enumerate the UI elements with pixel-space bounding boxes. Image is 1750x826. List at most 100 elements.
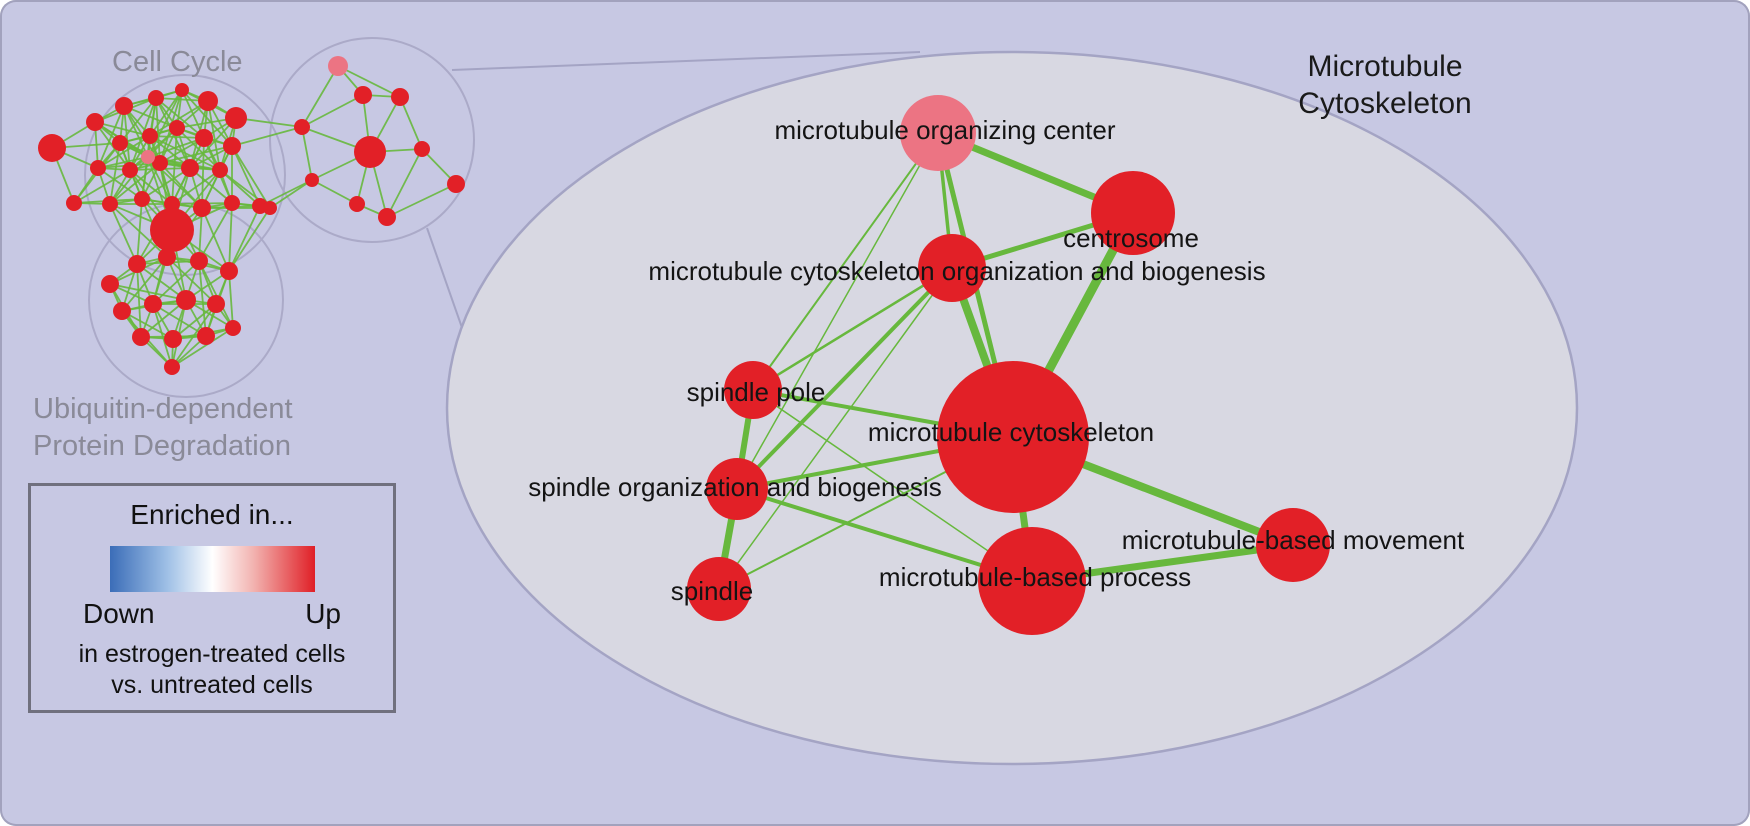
overview-edge: [235, 117, 303, 128]
overview-edge: [198, 202, 233, 262]
node-moc[interactable]: [900, 95, 976, 171]
overview-edge: [301, 126, 313, 181]
overview-edge: [97, 167, 143, 200]
overview-node: [158, 248, 176, 266]
overview-edge: [228, 270, 234, 329]
node-label-orgbio: microtubule cytoskeleton organization an…: [648, 256, 1265, 286]
node-label-mbp: microtubule-based process: [879, 562, 1191, 592]
overview-edge: [166, 256, 217, 305]
node-label-mtcyto: microtubule cytoskeleton: [868, 417, 1154, 447]
overview-node: [225, 107, 247, 129]
overview-edge: [201, 207, 230, 272]
overview-edge: [198, 260, 207, 337]
node-mbp[interactable]: [978, 527, 1086, 635]
edge-orgbio-spindlepole: [751, 266, 954, 392]
overview-edge: [109, 142, 121, 205]
overview-node: [86, 113, 104, 131]
legend-caption: in estrogen-treated cells vs. untreated …: [31, 639, 393, 701]
node-label-mbm: microtubule-based movement: [1122, 525, 1465, 555]
overview-node: [164, 359, 180, 375]
cluster-circle-microtubule-cytoskeleton: [269, 37, 475, 243]
overview-node: [294, 119, 310, 135]
overview-node: [66, 195, 82, 211]
overview-node: [378, 208, 396, 226]
overview-edge: [159, 145, 233, 164]
legend-title: Enriched in...: [130, 499, 294, 530]
node-spindleorg[interactable]: [706, 458, 768, 520]
overview-edge: [172, 303, 217, 340]
overview-edge: [121, 310, 174, 340]
overview-node: [193, 199, 211, 217]
overview-edge: [386, 148, 423, 218]
legend-endpoints: Down Up: [83, 598, 341, 630]
overview-node: [90, 160, 106, 176]
legend-gradient-bar: [109, 546, 315, 592]
overview-edge: [201, 137, 205, 209]
overview-node: [212, 162, 228, 178]
node-mbm[interactable]: [1256, 508, 1330, 582]
overview-edge: [141, 167, 191, 200]
overview-edge: [189, 167, 233, 204]
overview-edge: [109, 156, 149, 205]
overview-node: [132, 328, 150, 346]
overview-edge: [171, 169, 221, 205]
overview-node: [134, 191, 150, 207]
overview-node: [122, 162, 138, 178]
overview-edge: [97, 105, 125, 169]
overview-edge: [136, 263, 142, 338]
overview-node: [141, 150, 155, 164]
overview-node: [349, 196, 365, 212]
overview-node: [207, 295, 225, 313]
overview-node: [328, 56, 348, 76]
overview-edge: [97, 156, 149, 169]
node-label-spindle: spindle: [671, 576, 753, 606]
node-spindle[interactable]: [687, 557, 751, 621]
overview-edge: [231, 126, 303, 147]
ubiquitin-label-line2: Protein Degradation: [33, 430, 291, 462]
overview-node: [164, 330, 182, 348]
overview-edge: [152, 303, 173, 368]
overview-node: [181, 159, 199, 177]
overview-node: [225, 320, 241, 336]
overview-node: [263, 201, 277, 215]
overview-node: [142, 128, 158, 144]
overview-edge: [109, 203, 138, 265]
overview-edge: [171, 327, 234, 368]
overview-edge: [301, 94, 364, 128]
legend: Enriched in... Down Up in estrogen-treat…: [28, 483, 396, 713]
overview-edge: [123, 105, 149, 158]
overview-edge: [147, 156, 173, 205]
ubiquitin-label-line1: Ubiquitin-dependent: [33, 393, 293, 425]
legend-up-label: Up: [305, 598, 341, 629]
overview-edge: [228, 202, 233, 272]
overview-edge: [136, 198, 143, 265]
overview-node: [148, 90, 164, 106]
overview-edge: [149, 100, 209, 137]
microtubule-label-line2: Cytoskeleton: [1298, 87, 1472, 120]
overview-node: [152, 155, 168, 171]
overview-edge: [399, 96, 423, 150]
overview-node: [150, 208, 194, 252]
overview-edge: [337, 65, 401, 98]
overview-node: [144, 295, 162, 313]
overview-edge: [109, 203, 168, 258]
node-orgbio[interactable]: [918, 234, 986, 302]
node-label-spindlepole: spindle pole: [687, 377, 826, 407]
overview-node: [198, 91, 218, 111]
overview-node: [224, 195, 240, 211]
overview-node: [164, 196, 180, 212]
overview-edge: [311, 179, 358, 205]
node-mtcyto[interactable]: [937, 361, 1089, 513]
overview-node: [447, 175, 465, 193]
overview-node: [169, 120, 185, 136]
overview-edge: [152, 260, 200, 305]
overview-edge: [136, 263, 187, 301]
node-centrosome[interactable]: [1091, 171, 1175, 255]
overview-node: [175, 83, 189, 97]
overview-edge: [147, 137, 205, 158]
node-spindlepole[interactable]: [724, 361, 782, 419]
node-label-spindleorg: spindle organization and biogenesis: [528, 472, 941, 502]
overview-edge: [73, 169, 131, 204]
